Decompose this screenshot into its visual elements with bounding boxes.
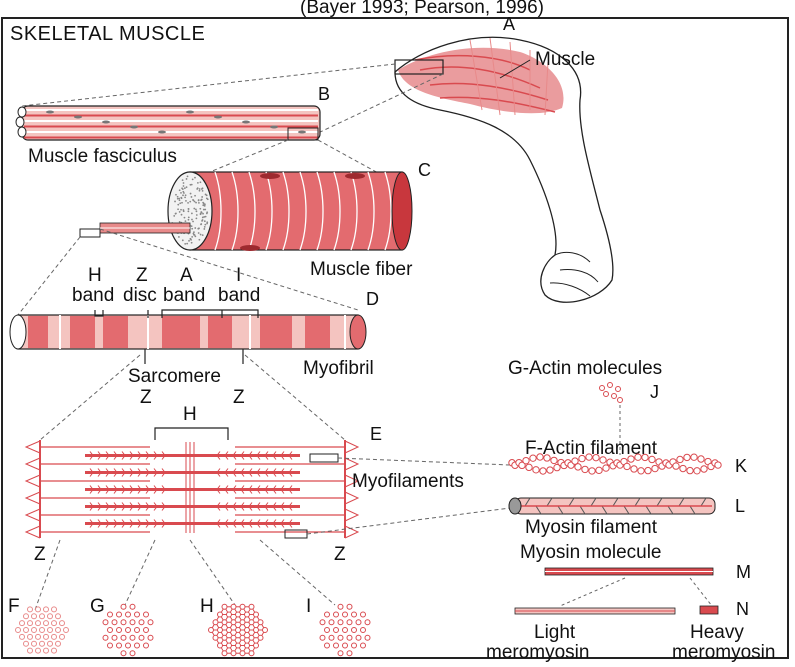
label-z-left-d: Z bbox=[140, 387, 152, 408]
sarcomere-ticks bbox=[145, 349, 243, 364]
cross-section-i bbox=[320, 604, 370, 655]
zoom-line-d-e-1 bbox=[40, 355, 140, 440]
label-myofibril: Myofibril bbox=[303, 358, 374, 379]
zoom-line-l bbox=[307, 508, 510, 534]
label-light-2: meromyosin bbox=[486, 642, 589, 662]
heavy-meromyosin bbox=[700, 606, 718, 614]
label-h-band-1: H bbox=[88, 265, 102, 286]
label-a-band-1: A bbox=[180, 265, 193, 286]
zoom-box-myosin bbox=[285, 530, 307, 538]
label-i-band-2: band bbox=[218, 285, 260, 306]
label-muscle-fiber: Muscle fiber bbox=[310, 259, 413, 280]
label-z-disc-1: Z bbox=[136, 265, 148, 286]
label-a-band-2: band bbox=[163, 285, 205, 306]
label-h-band-2: band bbox=[72, 285, 114, 306]
label-myofilaments: Myofilaments bbox=[352, 471, 464, 492]
label-z-right-e: Z bbox=[334, 544, 346, 565]
letter-k: K bbox=[735, 456, 747, 476]
cross-section-g bbox=[103, 604, 153, 655]
letter-c: C bbox=[418, 160, 431, 180]
label-z-disc-2: disc bbox=[123, 285, 157, 306]
label-heavy-1: Heavy bbox=[690, 622, 744, 643]
myosin-filament bbox=[509, 498, 715, 514]
letter-h: H bbox=[200, 596, 214, 617]
label-muscle: Muscle bbox=[535, 49, 595, 70]
link-m-light bbox=[560, 578, 625, 606]
letter-e: E bbox=[370, 424, 382, 444]
h-zone-bracket bbox=[155, 428, 228, 440]
label-muscle-fasciculus: Muscle fasciculus bbox=[28, 146, 177, 167]
cross-section-f bbox=[16, 607, 69, 653]
zoom-line-k bbox=[338, 458, 510, 465]
label-sarcomere: Sarcomere bbox=[128, 366, 221, 387]
letter-d: D bbox=[366, 289, 379, 309]
letter-l: L bbox=[735, 496, 745, 516]
link-m-heavy bbox=[690, 578, 712, 606]
label-g-actin: G-Actin molecules bbox=[508, 358, 662, 379]
letter-f: F bbox=[8, 596, 20, 617]
letter-g: G bbox=[90, 596, 105, 617]
zoom-box-actin bbox=[310, 454, 338, 462]
label-z-right-d: Z bbox=[233, 387, 245, 408]
sarcomere-myofilaments bbox=[26, 440, 358, 538]
letter-j: J bbox=[650, 382, 659, 402]
figure-title: SKELETAL MUSCLE bbox=[10, 23, 205, 45]
letter-m: M bbox=[736, 562, 751, 582]
myofibril bbox=[10, 315, 366, 349]
zoom-line-a-b-1 bbox=[22, 64, 395, 106]
zoom-line-i bbox=[260, 540, 335, 605]
letter-b: B bbox=[318, 84, 330, 104]
label-i-band-1: I bbox=[236, 265, 241, 286]
label-h-zone: H bbox=[183, 404, 197, 425]
cross-section-h bbox=[209, 604, 268, 655]
label-light-1: Light bbox=[534, 622, 576, 643]
muscle-fiber bbox=[100, 172, 412, 251]
g-actin-molecules bbox=[600, 383, 623, 403]
light-meromyosin bbox=[515, 608, 675, 614]
letter-a: A bbox=[503, 14, 515, 34]
zoom-line-c-d-1 bbox=[14, 237, 80, 320]
zoom-line-g bbox=[125, 540, 155, 605]
label-myosin-filament: Myosin filament bbox=[525, 517, 658, 538]
letter-n: N bbox=[736, 599, 749, 619]
label-z-left-e: Z bbox=[34, 544, 46, 565]
myosin-molecule bbox=[545, 568, 713, 575]
letter-i: I bbox=[306, 596, 311, 617]
muscle-fasciculus bbox=[16, 106, 320, 140]
label-myosin-molecule: Myosin molecule bbox=[520, 542, 662, 563]
label-heavy-2: meromyosin bbox=[672, 642, 775, 662]
zoom-box-c bbox=[80, 229, 100, 237]
